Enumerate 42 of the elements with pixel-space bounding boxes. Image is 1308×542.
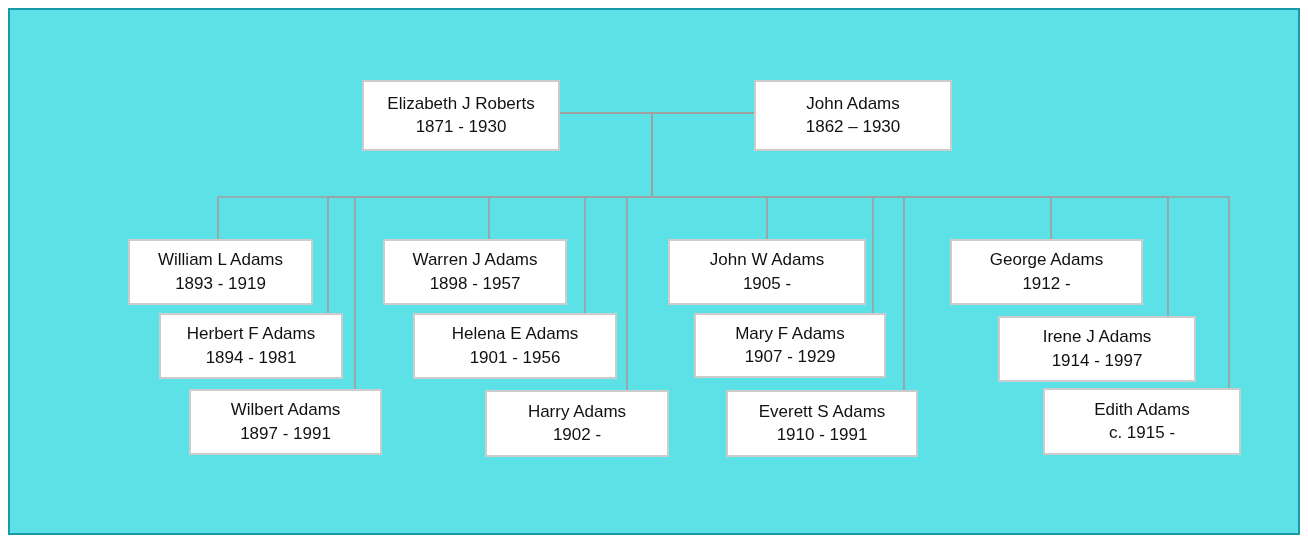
- person-box: [694, 313, 886, 378]
- life-dates: 1902 -: [552, 425, 602, 446]
- life-dates: 1907 - 1929: [744, 347, 836, 368]
- life-dates: 1871 - 1930: [415, 117, 507, 138]
- person-box: [362, 80, 560, 151]
- person-name: Everett S Adams: [758, 401, 886, 422]
- person-name: John Adams: [806, 93, 900, 114]
- life-dates: 1912 -: [1022, 273, 1071, 294]
- person-name: Mary F Adams: [735, 323, 845, 344]
- person-box: [189, 389, 382, 455]
- life-dates: 1897 - 1991: [240, 423, 331, 444]
- person-box: [485, 390, 669, 457]
- person-name: John W Adams: [709, 250, 825, 271]
- person-name: Elizabeth J Roberts: [387, 93, 535, 114]
- person-box: [413, 313, 617, 379]
- life-dates: c. 1915 -: [1108, 423, 1176, 444]
- life-dates: 1894 - 1981: [205, 347, 297, 368]
- person-name: Helena E Adams: [451, 324, 579, 345]
- life-dates: 1910 - 1991: [776, 425, 868, 446]
- life-dates: 1905 -: [742, 273, 792, 294]
- person-box: [128, 239, 313, 305]
- life-dates: 1914 - 1997: [1051, 350, 1143, 371]
- person-box: [668, 239, 866, 305]
- life-dates: 1862 – 1930: [805, 117, 901, 138]
- person-name: Herbert F Adams: [186, 324, 316, 345]
- person-box: [726, 390, 918, 457]
- person-name: Edith Adams: [1094, 399, 1190, 420]
- person-box: [383, 239, 567, 305]
- life-dates: 1898 - 1957: [429, 273, 521, 294]
- life-dates: 1901 - 1956: [469, 347, 561, 368]
- person-box: [998, 316, 1196, 382]
- person-name: George Adams: [989, 250, 1104, 271]
- person-box: [159, 313, 343, 379]
- person-name: Harry Adams: [527, 401, 627, 422]
- person-box: [950, 239, 1143, 305]
- person-box: [754, 80, 952, 151]
- person-name: Warren J Adams: [412, 250, 538, 271]
- person-name: William L Adams: [158, 250, 283, 271]
- person-box: [1043, 388, 1241, 455]
- life-dates: 1893 - 1919: [175, 273, 266, 294]
- person-name: Wilbert Adams: [230, 400, 341, 421]
- person-name: Irene J Adams: [1042, 327, 1152, 348]
